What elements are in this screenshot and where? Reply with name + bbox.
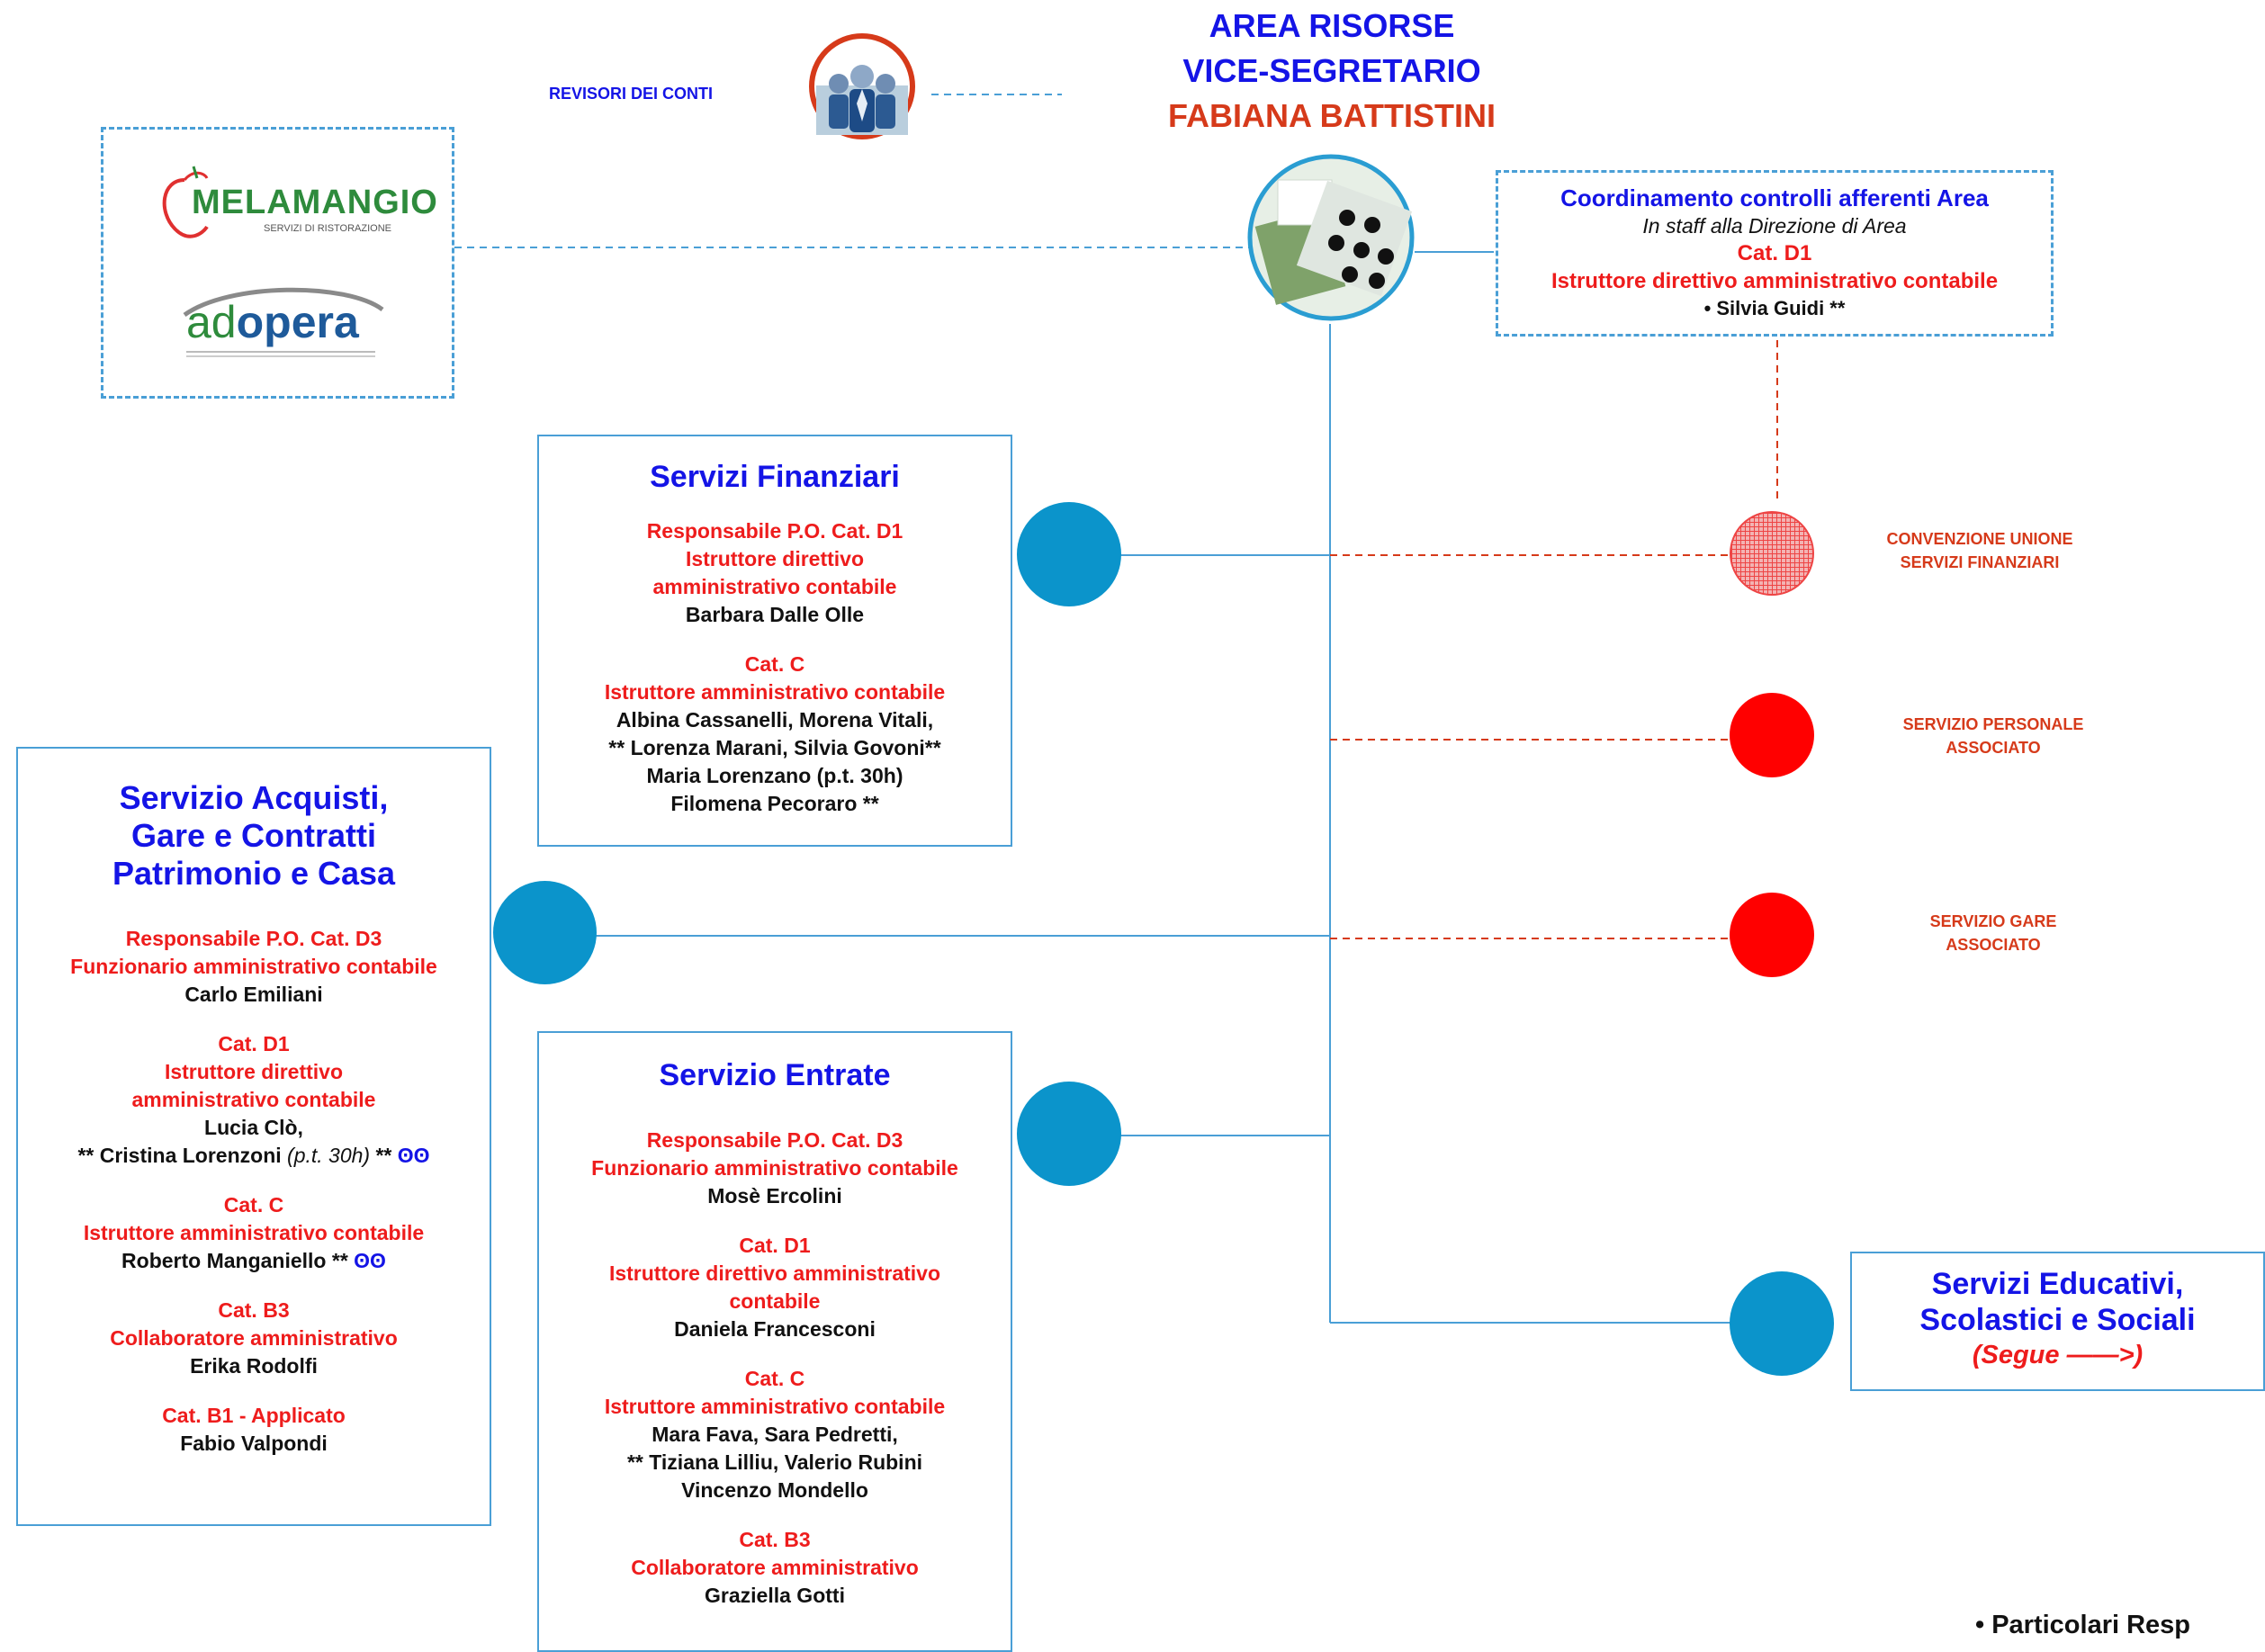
acquisti-title1: Servizio Acquisti, bbox=[119, 779, 389, 816]
entrate-c-cat: Cat. C bbox=[744, 1367, 805, 1390]
entrate-resp-name: Mosè Ercolini bbox=[707, 1184, 842, 1208]
melamangio-logo: MELAMANGIO SERVIZI DI RISTORAZIONE bbox=[157, 162, 437, 243]
finanziari-c-role: Istruttore amministrativo contabile bbox=[604, 680, 946, 704]
acquisti-c-cat: Cat. C bbox=[223, 1193, 284, 1217]
acquisti-c-name: Roberto Manganiello ** ʘʘ bbox=[121, 1249, 386, 1272]
acquisti-b3-cat: Cat. B3 bbox=[218, 1298, 290, 1322]
area-header: AREA RISORSE VICE-SEGRETARIO FABIANA BAT… bbox=[1116, 4, 1548, 139]
acquisti-resp-name: Carlo Emiliani bbox=[184, 983, 323, 1006]
acquisti-resp: Responsabile P.O. Cat. D3 bbox=[125, 927, 382, 950]
acquisti-node bbox=[493, 881, 597, 984]
entrate-c-role: Istruttore amministrativo contabile bbox=[604, 1395, 946, 1418]
coordinamento-title: Coordinamento controlli afferenti Area bbox=[1560, 184, 1989, 211]
entrate-d1-role1: Istruttore direttivo amministrativo bbox=[608, 1261, 941, 1285]
personale-label: SERVIZIO PERSONALE ASSOCIATO bbox=[1902, 715, 2084, 757]
entrate-c-names3: Vincenzo Mondello bbox=[681, 1478, 868, 1502]
acquisti-b3-name: Erika Rodolfi bbox=[190, 1354, 318, 1378]
entrate-title: Servizio Entrate bbox=[659, 1058, 891, 1092]
adopera-logo: adopera bbox=[175, 283, 391, 373]
coordinamento-person: • Silvia Guidi ** bbox=[1703, 297, 1846, 319]
gare-label: SERVIZIO GARE ASSOCIATO bbox=[1929, 912, 2057, 954]
acquisti-d1-role1: Istruttore direttivo bbox=[164, 1060, 344, 1083]
footer-note: • Particolari Resp bbox=[1975, 1611, 2191, 1639]
servizi-finanziari-box: Servizi Finanziari Responsabile P.O. Cat… bbox=[537, 435, 1012, 847]
servizio-acquisti-box: Servizio Acquisti, Gare e Contratti Patr… bbox=[16, 747, 491, 1526]
educativi-title2: Scolastici e Sociali bbox=[1919, 1303, 2196, 1337]
unione-label: CONVENZIONE UNIONE SERVIZI FINANZIARI bbox=[1886, 530, 2073, 571]
people-group-icon bbox=[807, 31, 917, 141]
coordinamento-subtitle: In staff alla Direzione di Area bbox=[1642, 214, 1907, 238]
acquisti-d1-name2: ** Cristina Lorenzoni (p.t. 30h) ** ʘʘ bbox=[77, 1144, 430, 1167]
coordinamento-box: Coordinamento controlli afferenti Area I… bbox=[1496, 170, 2054, 337]
servizio-entrate-box: Servizio Entrate Responsabile P.O. Cat. … bbox=[537, 1031, 1012, 1652]
entrate-c-names2: ** Tiziana Lilliu, Valerio Rubini bbox=[626, 1450, 923, 1474]
finanziari-resp-name: Barbara Dalle Olle bbox=[685, 603, 865, 626]
finanziari-c-names3: Maria Lorenzano (p.t. 30h) bbox=[646, 764, 903, 787]
entrate-d1-name: Daniela Francesconi bbox=[674, 1317, 876, 1341]
acquisti-title2: Gare e Contratti bbox=[130, 817, 377, 854]
finanziari-node bbox=[1017, 502, 1121, 606]
area-subtitle: VICE-SEGRETARIO bbox=[1182, 52, 1481, 89]
acquisti-c-role: Istruttore amministrativo contabile bbox=[83, 1221, 425, 1244]
finanziari-c-names1: Albina Cassanelli, Morena Vitali, bbox=[616, 708, 934, 732]
unione-node bbox=[1730, 511, 1814, 596]
melamangio-tagline: SERVIZI DI RISTORAZIONE bbox=[264, 223, 392, 234]
acquisti-title3: Patrimonio e Casa bbox=[112, 855, 396, 892]
coordinamento-cat: Cat. D1 bbox=[1737, 241, 1812, 265]
entrate-d1-role2: contabile bbox=[729, 1289, 821, 1313]
melamangio-name: MELAMANGIO bbox=[192, 184, 438, 221]
entrate-node bbox=[1017, 1082, 1121, 1186]
partners-box: MELAMANGIO SERVIZI DI RISTORAZIONE adope… bbox=[101, 127, 454, 399]
coordinamento-role: Istruttore direttivo amministrativo cont… bbox=[1550, 269, 1999, 293]
acquisti-b1-cat: Cat. B1 - Applicato bbox=[162, 1404, 346, 1427]
acquisti-d1-name1: Lucia Clò, bbox=[204, 1116, 303, 1139]
calculator-icon bbox=[1246, 153, 1416, 322]
area-title: AREA RISORSE bbox=[1209, 7, 1455, 44]
gare-node bbox=[1730, 893, 1814, 977]
finanziari-resp: Responsabile P.O. Cat. D1 bbox=[646, 519, 903, 543]
finanziari-c-names2: ** Lorenza Marani, Silvia Govoni** bbox=[608, 736, 941, 759]
educativi-node bbox=[1730, 1271, 1834, 1376]
acquisti-d1-role2: amministrativo contabile bbox=[131, 1088, 376, 1111]
area-head-name: FABIANA BATTISTINI bbox=[1168, 97, 1496, 134]
entrate-b3-role: Collaboratore amministrativo bbox=[631, 1556, 919, 1579]
revisori-label: REVISORI DEI CONTI bbox=[549, 85, 714, 103]
entrate-c-names1: Mara Fava, Sara Pedretti, bbox=[652, 1423, 898, 1446]
finanziari-title: Servizi Finanziari bbox=[650, 460, 900, 494]
entrate-resp-role: Funzionario amministrativo contabile bbox=[591, 1156, 958, 1180]
finanziari-c-names4: Filomena Pecoraro ** bbox=[670, 792, 879, 815]
entrate-resp: Responsabile P.O. Cat. D3 bbox=[646, 1128, 903, 1152]
entrate-b3-name: Graziella Gotti bbox=[705, 1584, 845, 1607]
acquisti-d1-cat: Cat. D1 bbox=[218, 1032, 290, 1055]
finanziari-c-cat: Cat. C bbox=[744, 652, 805, 676]
acquisti-b1-name: Fabio Valpondi bbox=[180, 1432, 328, 1455]
educativi-title1: Servizi Educativi, bbox=[1931, 1267, 2184, 1301]
finanziari-resp-role2: amministrativo contabile bbox=[652, 575, 897, 598]
double-circle-icon: ʘʘ bbox=[354, 1249, 386, 1272]
educativi-segue-link[interactable]: (Segue ——>) bbox=[1972, 1341, 2144, 1369]
entrate-b3-cat: Cat. B3 bbox=[739, 1528, 811, 1551]
finanziari-resp-role1: Istruttore direttivo bbox=[685, 547, 865, 570]
acquisti-resp-role: Funzionario amministrativo contabile bbox=[70, 955, 437, 978]
entrate-d1-cat: Cat. D1 bbox=[739, 1234, 811, 1257]
adopera-name: adopera bbox=[186, 297, 359, 347]
servizi-educativi-box: Servizi Educativi, Scolastici e Sociali … bbox=[1850, 1252, 2265, 1391]
double-circle-icon: ʘʘ bbox=[397, 1144, 430, 1167]
personale-node bbox=[1730, 693, 1814, 777]
acquisti-b3-role: Collaboratore amministrativo bbox=[110, 1326, 398, 1350]
